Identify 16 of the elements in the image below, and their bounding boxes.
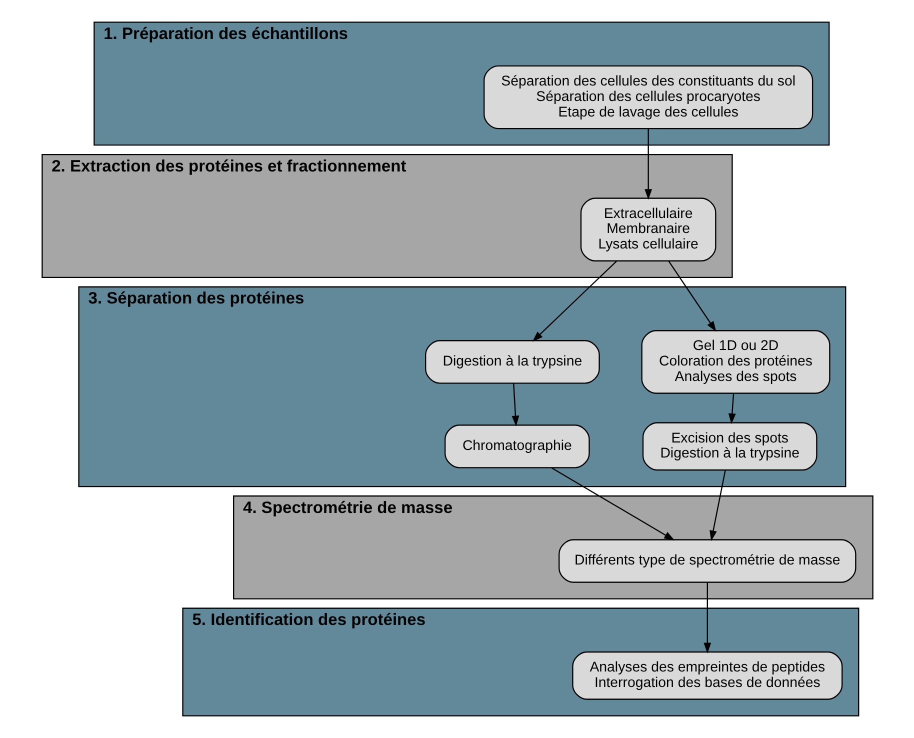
node-box: Excision des spots Digestion à la trypsine	[642, 422, 817, 471]
arrow	[709, 470, 726, 542]
node-box: Chromatographie	[444, 424, 590, 468]
arrow	[644, 128, 652, 200]
node-box: Analyses des empreintes de peptides Interrogation des bases de données	[572, 651, 842, 700]
arrow	[532, 260, 617, 342]
arrow	[728, 394, 736, 424]
node-box: Extracellulaire Membranaire Lysats cellulaire	[580, 198, 716, 262]
node-box: Séparation des cellules des constituants du sol Séparation des cellules procaryotes Etape de lavage des cellules	[483, 65, 813, 130]
node-box: Digestion à la trypsine	[424, 340, 600, 384]
node-box: Différents type de spectrométrie de masse	[558, 539, 856, 583]
arrow	[668, 260, 716, 332]
arrow	[511, 383, 519, 426]
arrow	[703, 582, 711, 654]
arrow	[550, 467, 674, 541]
node-box: Gel 1D ou 2D Coloration des protéines Analyses des spots	[640, 330, 830, 394]
